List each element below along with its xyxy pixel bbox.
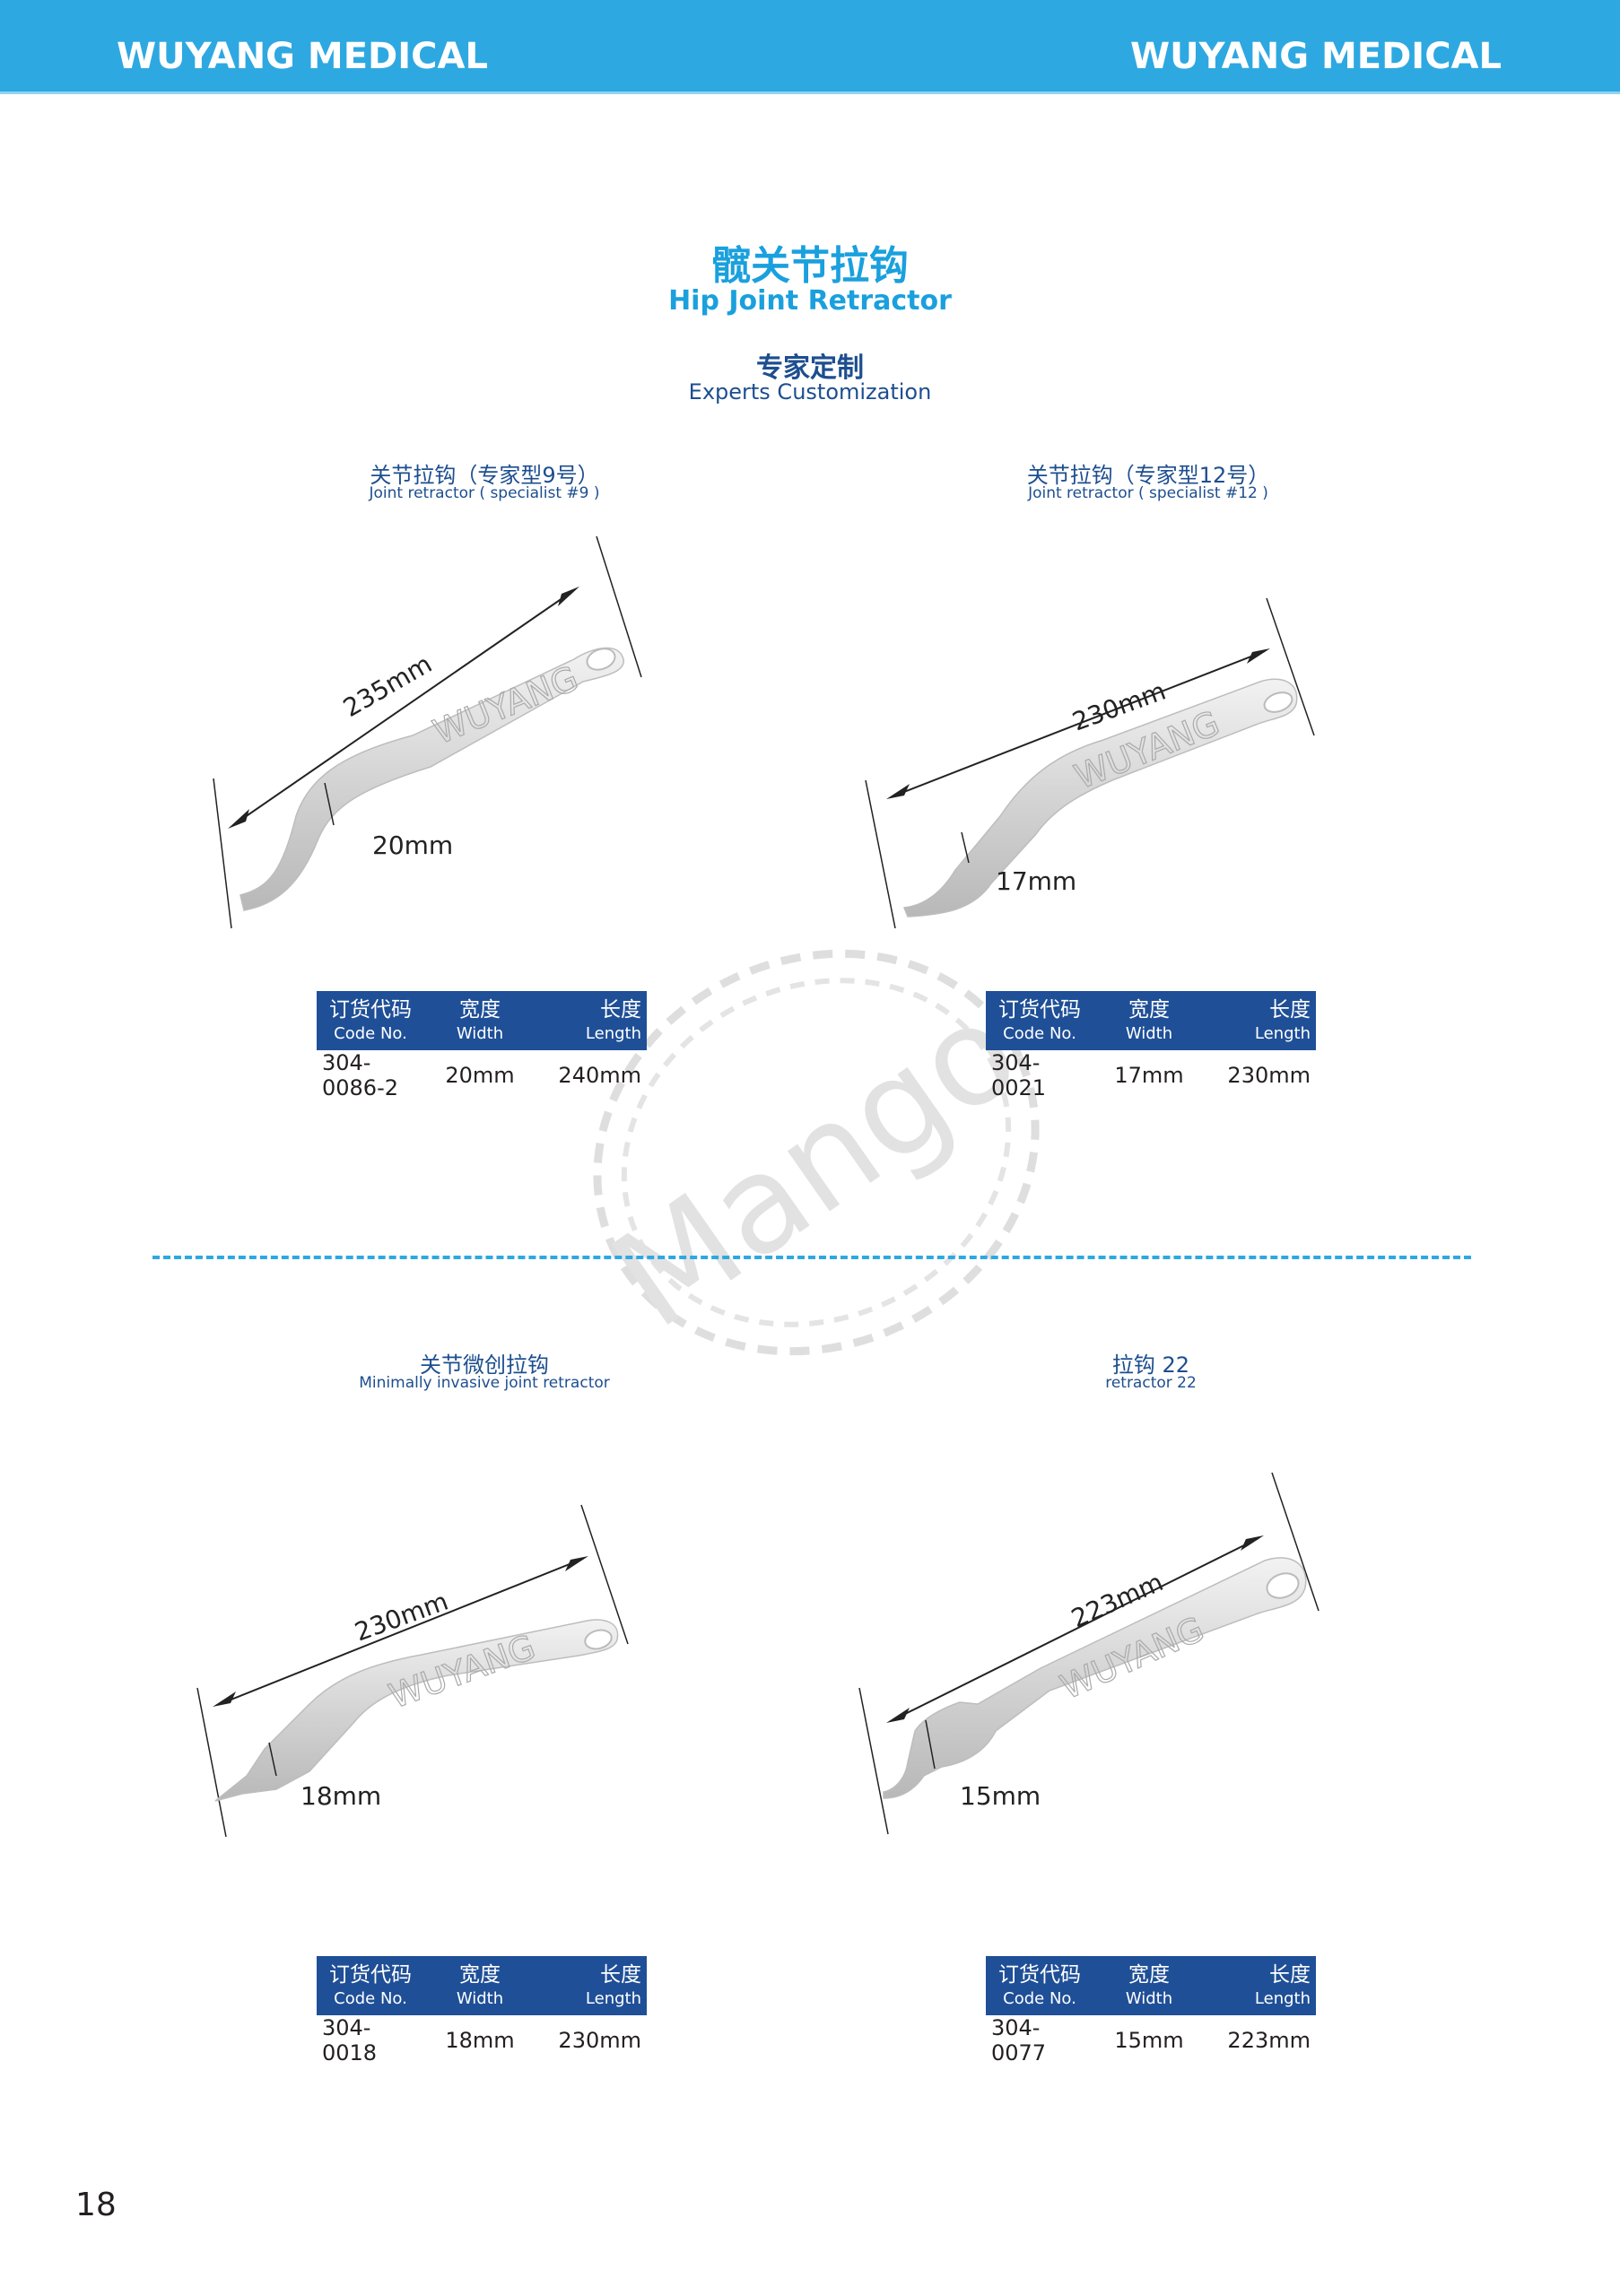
svg-text:WUYANG: WUYANG — [428, 658, 584, 752]
product-1-image: WUYANG 235mm 20mm — [197, 529, 771, 942]
width-value: 17mm — [1114, 1063, 1184, 1088]
length-value: 240mm — [558, 1063, 641, 1088]
product-2-name-en: Joint retractor ( specialist #12 ) — [1028, 484, 1268, 502]
product-3-image: WUYANG 230mm 18mm — [179, 1480, 771, 1839]
dim-length-label: 230mm — [351, 1587, 452, 1648]
code-value: 304-0086-2 — [322, 1050, 399, 1100]
dim-length-label: 235mm — [338, 648, 437, 723]
length-value: 230mm — [1227, 1063, 1311, 1088]
brand-right: WUYANG MEDICAL — [1130, 36, 1502, 77]
product-1-name-cn: 关节拉钩（专家型9号） — [370, 463, 599, 488]
page-title-en: Hip Joint Retractor — [668, 285, 952, 317]
page-title-cn: 髋关节拉钩 — [711, 243, 909, 289]
svg-text:WUYANG: WUYANG — [384, 1627, 540, 1716]
spec-table-row: 304-0018 18mm 230mm — [317, 2015, 647, 2066]
subtitle-en: Experts Customization — [688, 379, 932, 404]
brand-left: WUYANG MEDICAL — [117, 36, 488, 77]
width-value: 15mm — [1114, 2028, 1184, 2053]
code-value: 304-0018 — [322, 2015, 378, 2066]
product-2-name-cn: 关节拉钩（专家型12号） — [1026, 463, 1270, 488]
product-3-name-cn: 关节微创拉钩 — [420, 1352, 549, 1378]
dim-width-label: 15mm — [960, 1781, 1041, 1811]
dim-width-label: 20mm — [372, 831, 453, 860]
code-value: 304-0077 — [991, 2015, 1047, 2066]
product-4-name-cn: 拉钩 22 — [1111, 1352, 1190, 1378]
product-4-image: WUYANG 223mm 15mm — [852, 1453, 1435, 1839]
length-value: 223mm — [1227, 2028, 1311, 2053]
section-divider — [152, 1256, 1471, 1259]
page-header: WUYANG MEDICAL WUYANG MEDICAL — [0, 0, 1620, 94]
subtitle-cn: 专家定制 — [756, 352, 864, 384]
product-4-name-en: retractor 22 — [1105, 1374, 1197, 1392]
watermark-text: Mango — [586, 972, 1045, 1359]
page-number: 18 — [75, 2187, 117, 2223]
spec-table-row: 304-0021 17mm 230mm — [986, 1050, 1316, 1100]
width-value: 18mm — [445, 2028, 515, 2053]
code-value: 304-0021 — [991, 1050, 1047, 1100]
width-value: 20mm — [445, 1063, 515, 1088]
spec-table-row: 304-0077 15mm 223mm — [986, 2015, 1316, 2066]
product-3-name-en: Minimally invasive joint retractor — [359, 1374, 610, 1392]
spec-table-row: 304-0086-2 20mm 240mm — [317, 1050, 647, 1100]
product-1-name-en: Joint retractor ( specialist #9 ) — [369, 484, 600, 502]
length-value: 230mm — [558, 2028, 641, 2053]
product-2-image: WUYANG 230mm 17mm — [852, 574, 1426, 933]
dim-width-label: 17mm — [996, 866, 1076, 896]
dim-width-label: 18mm — [300, 1781, 381, 1811]
